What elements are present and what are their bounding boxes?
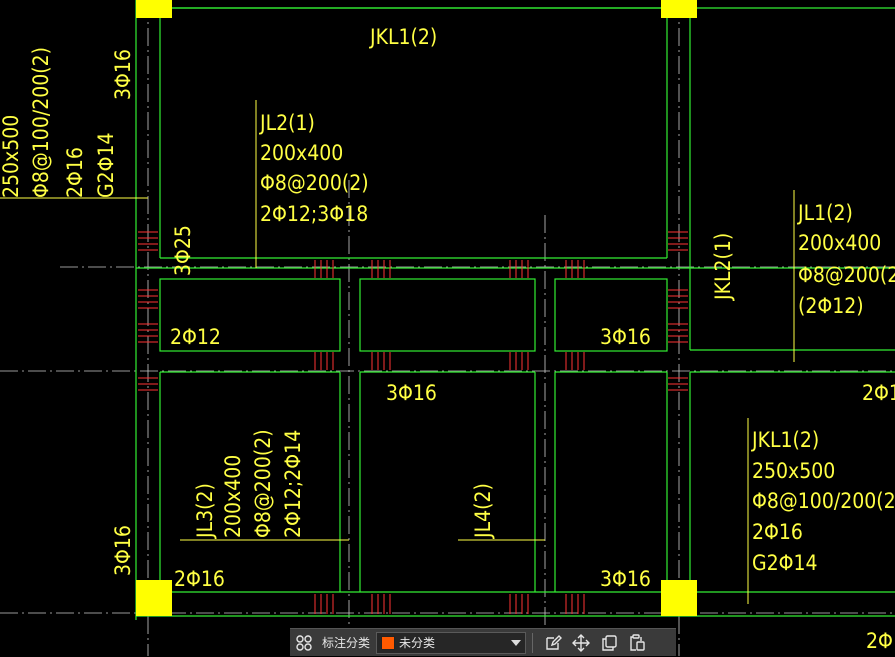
beam-label-jl4[interactable]: JL4(2) bbox=[471, 483, 495, 539]
rebar-hatches bbox=[138, 231, 688, 614]
rebar-label-2phi16-bottom[interactable]: 2Φ16 bbox=[174, 567, 225, 591]
left-beam-stirrup[interactable]: Φ8@100/200(2) bbox=[29, 47, 53, 198]
beam-label-jl2[interactable]: JL2(1) bbox=[259, 111, 315, 135]
beam-label-jl1[interactable]: JL1(2) bbox=[797, 201, 853, 225]
rebar-label-2phi12[interactable]: 2Φ12 bbox=[170, 325, 221, 349]
rebar-label-3phi16-bottom[interactable]: 3Φ16 bbox=[600, 567, 651, 591]
grid-select-icon[interactable] bbox=[290, 629, 318, 657]
copy-icon[interactable] bbox=[595, 629, 623, 657]
rebar-label-3phi25[interactable]: 3Φ25 bbox=[171, 225, 195, 276]
beam-label-jkl2[interactable]: JKL2(1) bbox=[711, 233, 735, 301]
column-bottom-left[interactable] bbox=[136, 580, 172, 616]
beam-label-jkl1-right[interactable]: JKL1(2) bbox=[751, 428, 819, 452]
category-color-swatch bbox=[381, 635, 396, 650]
beam-jl3-bars[interactable]: 2Φ12;2Φ14 bbox=[281, 430, 305, 538]
rebar-label-2phi-edge[interactable]: 2Φ bbox=[866, 629, 893, 653]
beam-label-jkl1-top[interactable]: JKL1(2) bbox=[369, 25, 437, 49]
beam-jl2-size[interactable]: 200x400 bbox=[260, 141, 343, 165]
chevron-down-icon bbox=[511, 639, 522, 646]
annotation-toolbar: 标注分类 未分类 bbox=[290, 628, 676, 656]
column-top-right[interactable] bbox=[661, 0, 697, 18]
beam-jl1-stirrup[interactable]: Φ8@200(2 bbox=[798, 263, 895, 287]
beam-jkl1-right-size[interactable]: 250x500 bbox=[752, 459, 835, 483]
edit-icon[interactable] bbox=[539, 629, 567, 657]
left-beam-side-bars[interactable]: G2Φ14 bbox=[94, 132, 118, 198]
beam-jl1-size[interactable]: 200x400 bbox=[798, 231, 881, 255]
rebar-label-3phi16-upper[interactable]: 3Φ16 bbox=[111, 49, 135, 100]
beam-jl2-bars[interactable]: 2Φ12;3Φ18 bbox=[260, 202, 368, 226]
leader-lines bbox=[0, 100, 795, 604]
columns bbox=[136, 0, 697, 616]
rebar-label-3phi16-lower[interactable]: 3Φ16 bbox=[111, 525, 135, 576]
beam-jl2-stirrup[interactable]: Φ8@200(2) bbox=[260, 171, 369, 195]
beam-jl3-size[interactable]: 200x400 bbox=[221, 455, 245, 538]
rebar-label-3phi16-mid-right[interactable]: 3Φ16 bbox=[600, 325, 651, 349]
toolbar-divider bbox=[532, 632, 534, 653]
category-select[interactable]: 未分类 bbox=[376, 631, 527, 654]
beam-jl3-stirrup[interactable]: Φ8@200(2) bbox=[251, 429, 275, 538]
beam-jkl1-right-top-bars[interactable]: 2Φ16 bbox=[752, 520, 803, 544]
beam-label-jl3[interactable]: JL3(2) bbox=[193, 483, 217, 539]
left-beam-top-bars[interactable]: 2Φ16 bbox=[63, 147, 87, 198]
beam-jl1-bars[interactable]: (2Φ12) bbox=[798, 294, 864, 318]
column-top-left[interactable] bbox=[136, 0, 172, 18]
category-select-value: 未分类 bbox=[399, 636, 436, 650]
beam-jkl1-right-stirrup[interactable]: Φ8@100/200(2) bbox=[752, 489, 895, 513]
beam-jkl1-right-side-bars[interactable]: G2Φ14 bbox=[752, 551, 818, 575]
move-icon[interactable] bbox=[567, 629, 595, 657]
column-bottom-right[interactable] bbox=[661, 580, 697, 616]
paste-icon[interactable] bbox=[623, 629, 651, 657]
beam-outlines bbox=[135, 0, 895, 620]
left-beam-size[interactable]: 250x500 bbox=[0, 115, 23, 198]
rebar-label-3phi16-center[interactable]: 3Φ16 bbox=[386, 381, 437, 405]
category-label: 标注分类 bbox=[322, 636, 371, 650]
rebar-label-2phi1-right[interactable]: 2Φ1 bbox=[862, 381, 895, 405]
